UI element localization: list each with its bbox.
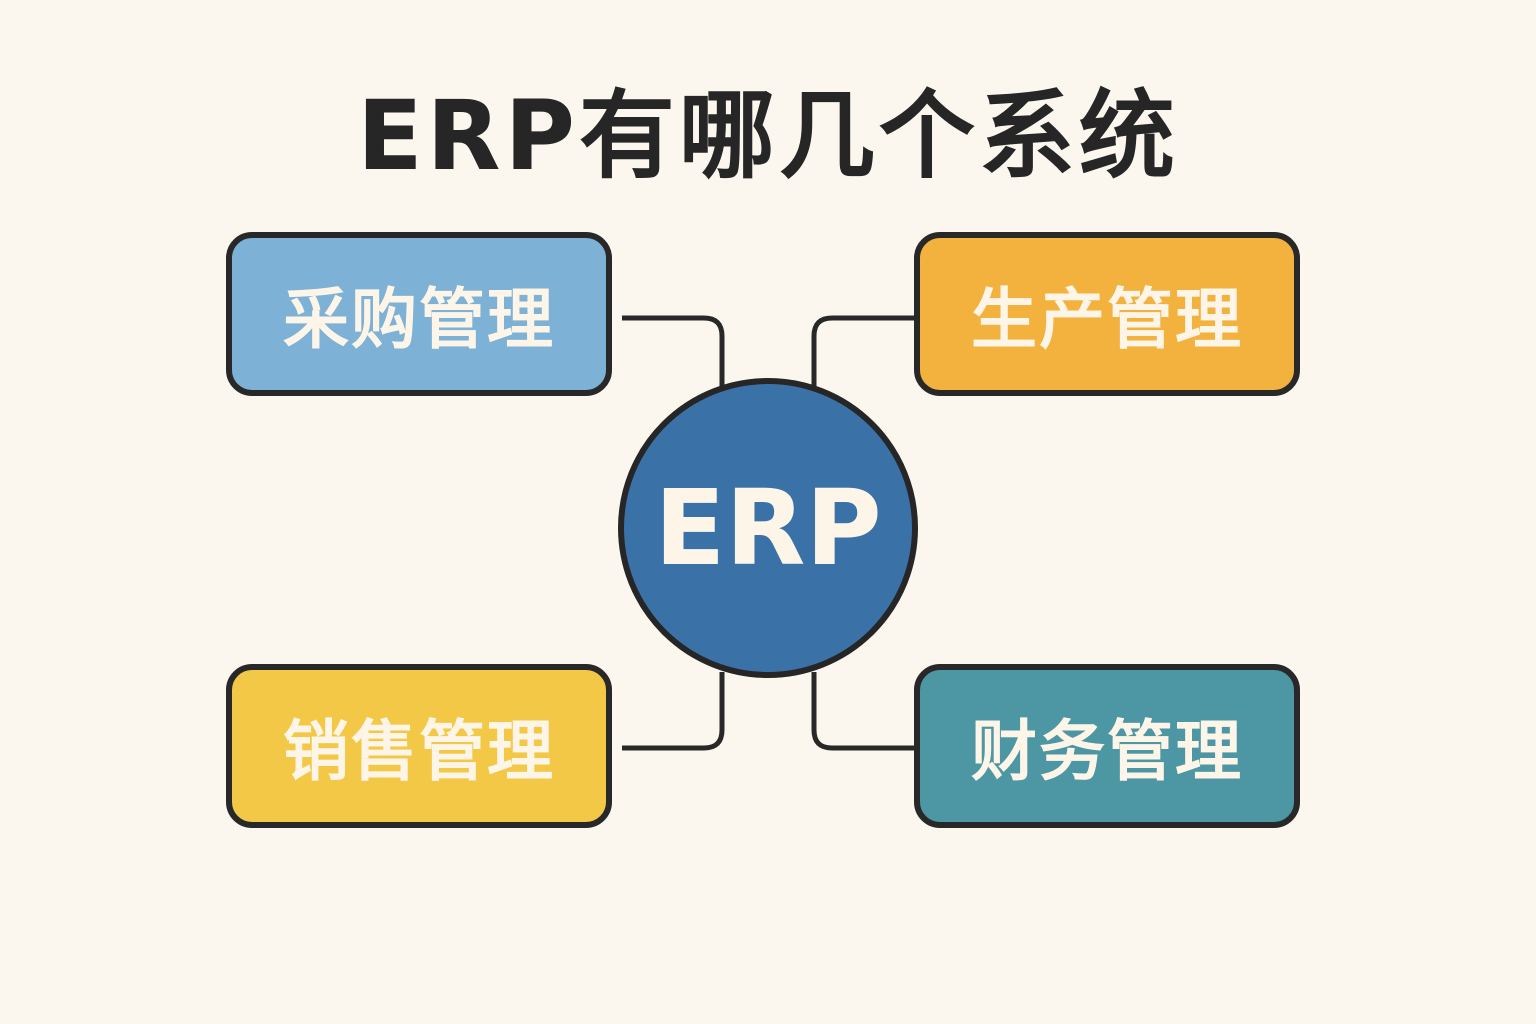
module-finance: 财务管理 xyxy=(914,664,1300,828)
module-purchase: 采购管理 xyxy=(226,232,612,396)
center-label: ERP xyxy=(654,467,882,589)
module-label: 采购管理 xyxy=(283,281,555,358)
connector-sales xyxy=(622,672,725,751)
connector-purchase xyxy=(622,315,725,386)
connector-finance xyxy=(811,672,916,751)
page-title: ERP有哪几个系统 xyxy=(357,80,1179,192)
module-label: 销售管理 xyxy=(283,713,555,790)
module-label: 生产管理 xyxy=(971,281,1243,358)
module-label: 财务管理 xyxy=(971,713,1243,790)
module-production: 生产管理 xyxy=(914,232,1300,396)
erp-center-circle: ERP xyxy=(618,378,918,678)
module-sales: 销售管理 xyxy=(226,664,612,828)
connector-production xyxy=(811,315,916,386)
